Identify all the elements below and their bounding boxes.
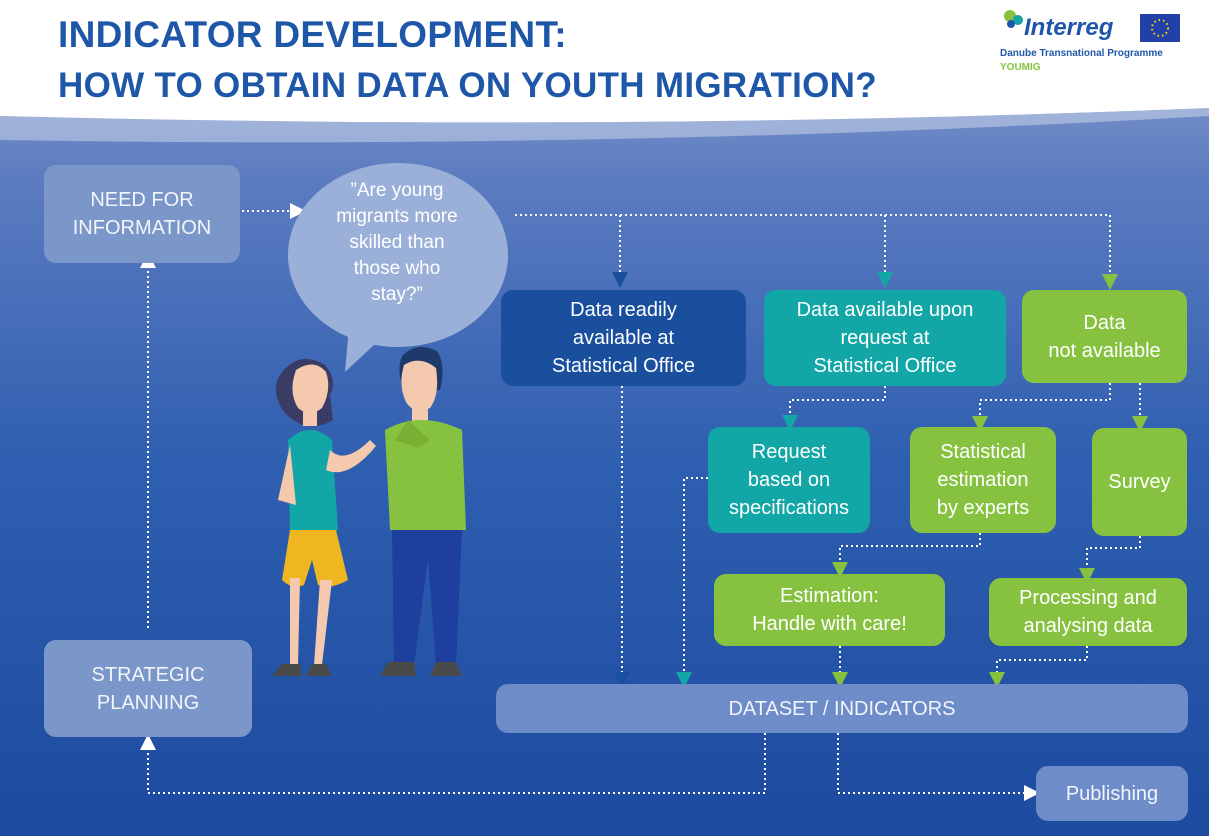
logo-subtitle: Danube Transnational Programme — [1000, 48, 1163, 59]
node-survey: Survey — [1092, 428, 1187, 536]
connector-dataset-to-planning — [140, 733, 766, 794]
logo-project: YOUMIG — [1000, 62, 1041, 73]
node-estimation-handle-with-care: Estimation:Handle with care! — [714, 574, 945, 646]
eu-flag-icon — [1140, 14, 1180, 42]
logo-name: Interreg — [1024, 14, 1114, 41]
connector-dataset-to-publishing — [837, 733, 1040, 801]
question-bubble-text: ”Are young migrants more skilled than th… — [336, 180, 458, 305]
woman-figure-icon — [272, 358, 376, 676]
node-dataset-indicators: DATASET / INDICATORS — [496, 684, 1188, 733]
node-publishing: Publishing — [1036, 766, 1188, 821]
page-title-line-1: INDICATOR DEVELOPMENT: — [58, 14, 567, 55]
speech-bubble — [288, 163, 508, 372]
header-band — [0, 0, 1209, 123]
page-title-line-2: HOW TO OBTAIN DATA ON YOUTH MIGRATION? — [58, 66, 877, 105]
interreg-logo-icon — [1004, 10, 1023, 28]
interreg-logo: Interreg Danube Transnational Programme … — [1000, 6, 1200, 96]
man-figure-icon — [380, 346, 466, 676]
